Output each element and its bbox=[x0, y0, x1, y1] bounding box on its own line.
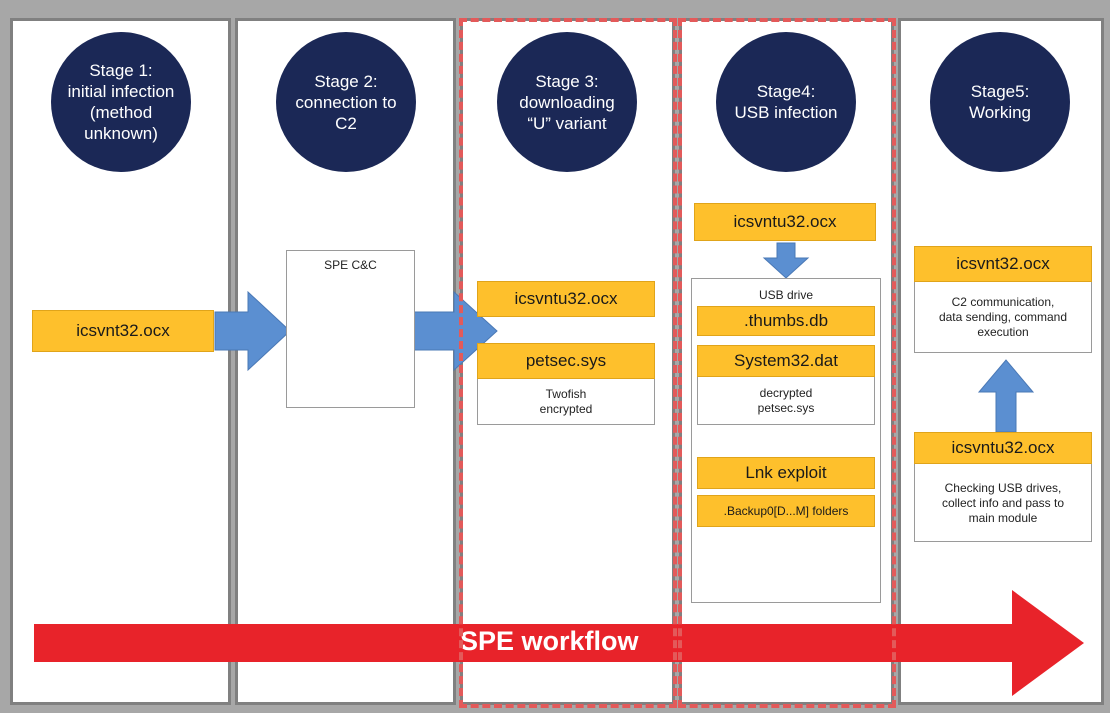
usb-lnk-exploit: Lnk exploit bbox=[697, 457, 875, 489]
server-box bbox=[286, 250, 415, 408]
stage-5-column bbox=[898, 18, 1104, 705]
stage-2-circle: Stage 2: connection to C2 bbox=[276, 32, 416, 172]
usb-file-system32: System32.dat bbox=[697, 345, 875, 377]
stage5-top-note: C2 communication, data sending, command … bbox=[938, 294, 1068, 339]
stage-5-circle: Stage5: Working bbox=[930, 32, 1070, 172]
stage3-file-petsec: petsec.sys bbox=[477, 343, 655, 379]
stage5-bottom-file: icsvntu32.ocx bbox=[914, 432, 1092, 464]
stage-1-circle: Stage 1: initial infection (method unkno… bbox=[51, 32, 191, 172]
stage-3-circle: Stage 3: downloading “U” variant bbox=[497, 32, 637, 172]
stage3-petsec-note: Twofish encrypted bbox=[539, 387, 593, 416]
usb-drive-title: USB drive bbox=[758, 288, 814, 302]
stage3-file-icsvntu32: icsvntu32.ocx bbox=[477, 281, 655, 317]
stage4-file-icsvntu32: icsvntu32.ocx bbox=[694, 203, 876, 241]
server-label: SPE C&C bbox=[324, 258, 377, 272]
stage-4-circle: Stage4: USB infection bbox=[716, 32, 856, 172]
usb-system32-note: decrypted petsec.sys bbox=[757, 385, 815, 415]
stage5-top-file: icsvnt32.ocx bbox=[914, 246, 1092, 282]
arrow-stage4-down bbox=[762, 242, 810, 279]
stage5-bottom-note: Checking USB drives, collect info and pa… bbox=[941, 480, 1065, 525]
usb-backup-folders: .Backup0[D...M] folders bbox=[697, 495, 875, 527]
stage1-file-box: icsvnt32.ocx bbox=[32, 310, 214, 352]
arrow-stage5-up bbox=[977, 359, 1035, 433]
workflow-label: SPE workflow bbox=[460, 626, 639, 656]
usb-file-thumbs: .thumbs.db bbox=[697, 306, 875, 336]
arrow-stage1-to-server bbox=[214, 290, 291, 372]
arrow-server-to-stage3 bbox=[411, 290, 498, 372]
workflow-arrow bbox=[34, 590, 1084, 696]
